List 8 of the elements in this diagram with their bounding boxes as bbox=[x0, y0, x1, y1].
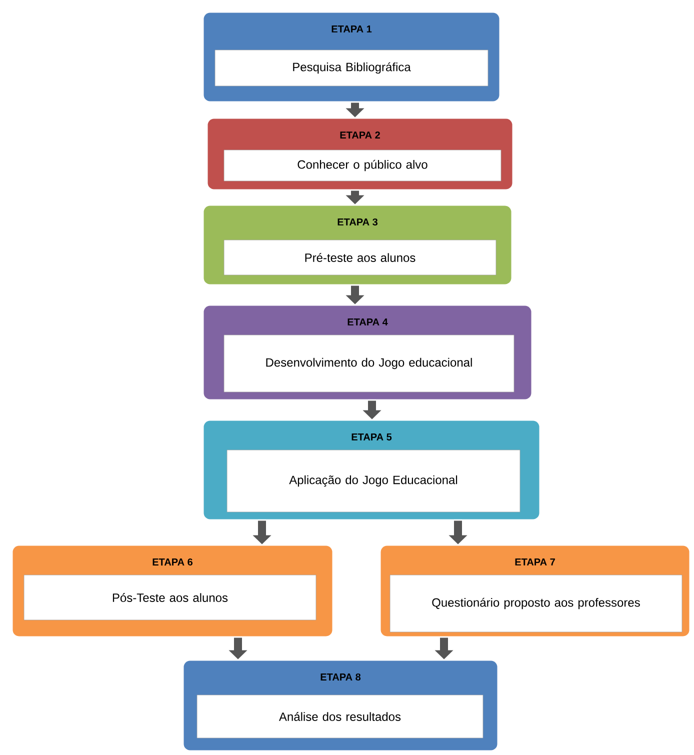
text-box: Pós-Teste aos alunos bbox=[24, 574, 316, 620]
text-box: Conhecer o público alvo bbox=[224, 150, 502, 182]
text-box: Aplicação do Jogo Educacional bbox=[226, 450, 520, 512]
text-box: Pré-teste aos alunos bbox=[224, 240, 496, 276]
text-box: Questionário proposto aos professores bbox=[390, 574, 682, 632]
text-box: Pesquisa Bibliográfica bbox=[214, 50, 488, 86]
text-box: Desenvolvimento do Jogo educacional bbox=[224, 334, 514, 392]
text-box: Análise dos resultados bbox=[196, 694, 484, 738]
